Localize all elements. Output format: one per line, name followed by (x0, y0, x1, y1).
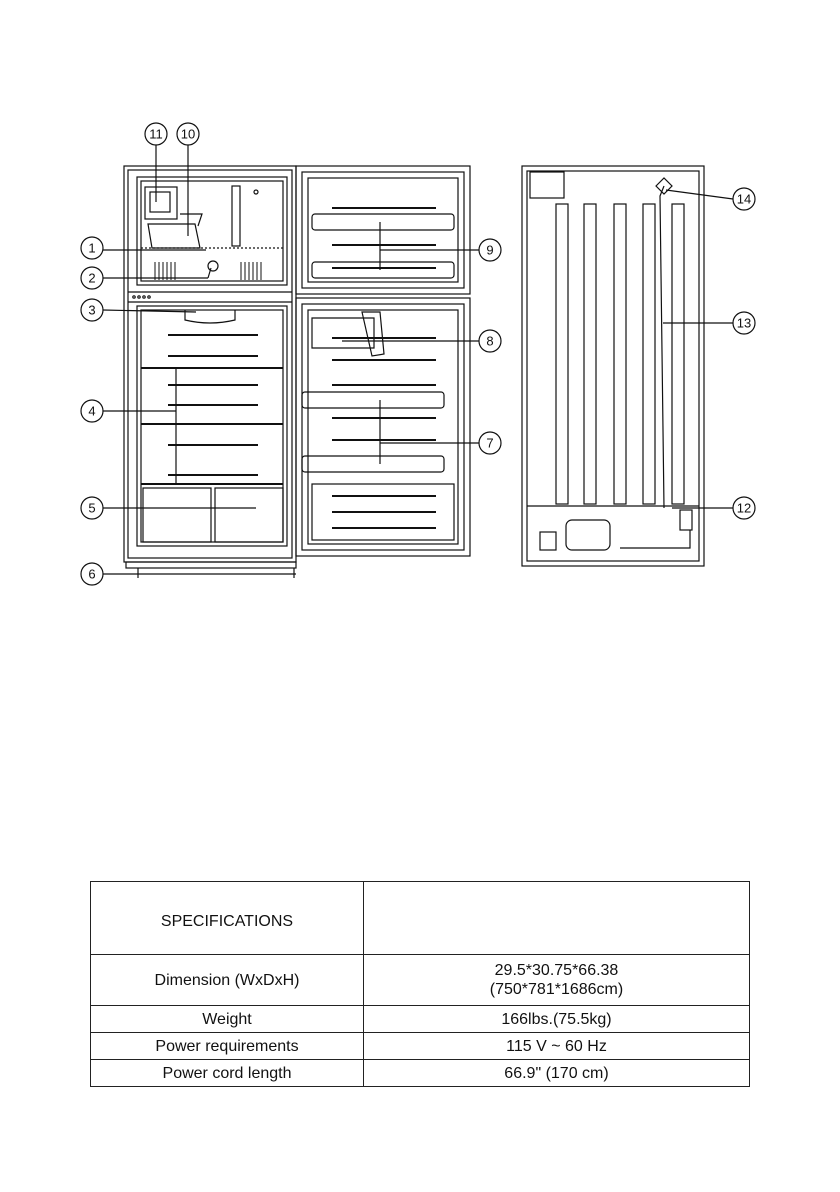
callout-9: 9 (486, 243, 493, 258)
spec-value: 29.5*30.75*66.38 (750*781*1686cm) (364, 955, 750, 1006)
spec-value-line1: 29.5*30.75*66.38 (368, 961, 745, 980)
specifications-table: SPECIFICATIONS Dimension (WxDxH) 29.5*30… (90, 881, 750, 1087)
spec-row-power: Power requirements 115 V ~ 60 Hz (91, 1033, 750, 1060)
callout-3: 3 (88, 303, 95, 318)
spec-header: SPECIFICATIONS (91, 882, 364, 955)
callout-7: 7 (486, 436, 493, 451)
spec-value: 115 V ~ 60 Hz (364, 1033, 750, 1060)
callout-6: 6 (88, 567, 95, 582)
callout-10: 10 (181, 127, 195, 142)
spec-row-weight: Weight 166lbs.(75.5kg) (91, 1006, 750, 1033)
callout-4: 4 (88, 404, 95, 419)
fridge-doors (296, 166, 470, 556)
spec-header-value (364, 882, 750, 955)
refrigerator-diagram: 11 10 1 2 3 4 5 6 7 8 9 12 13 14 (0, 0, 840, 600)
fridge-front-view (124, 166, 296, 578)
callout-2: 2 (88, 271, 95, 286)
callout-13: 13 (737, 316, 751, 331)
callouts (81, 123, 755, 585)
spec-header-row: SPECIFICATIONS (91, 882, 750, 955)
spec-label: Power requirements (91, 1033, 364, 1060)
callout-12: 12 (737, 501, 751, 516)
spec-label: Power cord length (91, 1060, 364, 1087)
callout-1: 1 (88, 241, 95, 256)
callout-14: 14 (737, 192, 751, 207)
spec-value: 166lbs.(75.5kg) (364, 1006, 750, 1033)
callout-5: 5 (88, 501, 95, 516)
spec-value-line2: (750*781*1686cm) (368, 980, 745, 999)
callout-8: 8 (486, 334, 493, 349)
spec-value: 66.9" (170 cm) (364, 1060, 750, 1087)
callout-11: 11 (149, 127, 163, 142)
spec-label: Dimension (WxDxH) (91, 955, 364, 1006)
spec-label: Weight (91, 1006, 364, 1033)
spec-row-dimension: Dimension (WxDxH) 29.5*30.75*66.38 (750*… (91, 955, 750, 1006)
spec-row-cord: Power cord length 66.9" (170 cm) (91, 1060, 750, 1087)
fridge-rear-view (522, 166, 704, 566)
